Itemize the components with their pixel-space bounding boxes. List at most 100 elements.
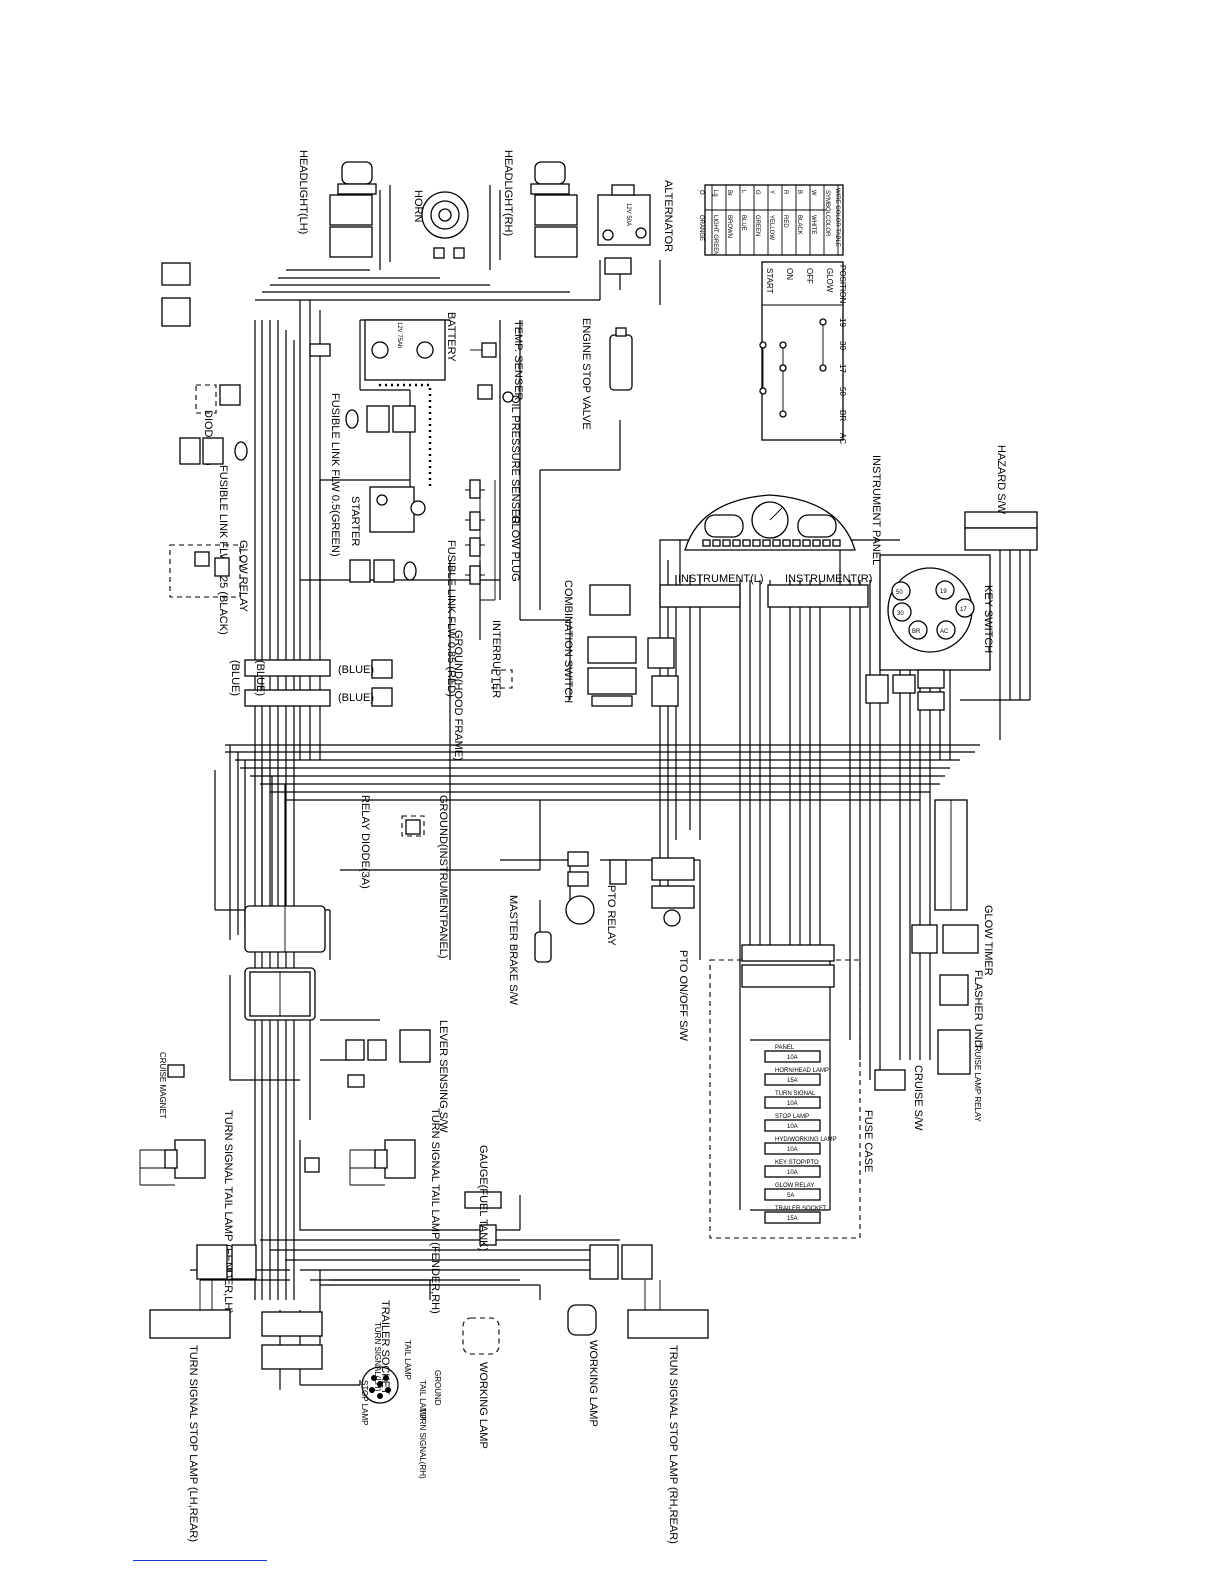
ground-instrument-label: GROUND(INSTRUMENTPANEL) <box>437 795 449 959</box>
rear-lamp-lh: TURN SIGNAL STOP LAMP (LH,REAR) <box>149 1244 257 1542</box>
kst-position: START <box>765 268 774 294</box>
fuse-name: STOP LAMP <box>775 1114 809 1120</box>
indicator-led <box>712 539 721 547</box>
cruise-magnet-label: CRUISE MAGNET <box>158 1052 167 1119</box>
indicator-led <box>732 539 741 547</box>
wct-color: WHITE <box>810 215 816 234</box>
horn: HORN <box>412 190 469 259</box>
wct-color: BLACK <box>796 215 802 235</box>
wct-symbol: Br <box>726 190 732 196</box>
headlight-rh-label: HEADLIGHT(RH) <box>502 150 514 236</box>
kst-dot <box>759 387 767 395</box>
ks-term-br: BR <box>912 629 921 635</box>
wct-color: RED <box>782 215 788 228</box>
ts-ground: GROUND <box>433 1370 442 1406</box>
blue-connectors: (BLUE) (BLUE) (BLUE) (BLUE) GROUND(HOOD … <box>229 620 513 761</box>
indicator-led <box>742 539 751 547</box>
glow-plug-label: GLOW PLUG <box>509 515 521 582</box>
headlight-lh: HEADLIGHT(LH) <box>297 150 377 258</box>
ks-term-50: 50 <box>896 590 903 596</box>
temp-sensor: TEMP. SENSER <box>470 320 524 401</box>
fuse-name: HORN/HEAD LAMP <box>775 1068 829 1074</box>
instrument-l-label: INSTRUMENT(L) <box>678 573 764 585</box>
fender-lamp-lh: TURN SIGNAL TAIL LAMP (FENDER,LH) <box>139 1110 234 1314</box>
right-connector-stack: GLOW TIMER FLASHER UNIT CRUISE LAMP RELA… <box>874 799 994 1131</box>
glow-relay-label: GLOW RELAY <box>237 540 249 613</box>
kst-column: 50 <box>838 387 847 396</box>
battery: BATTERY 12V 75Ah <box>364 312 457 381</box>
engine-stop-valve: ENGINE STOP VALVE <box>580 318 633 430</box>
wct-symbol: O <box>698 190 704 195</box>
fender-lamp-rh: TURN SIGNAL TAIL LAMP (FENDER,RH) <box>304 1108 441 1314</box>
trailer-socket-label: TRAILER SOCKET <box>379 1300 391 1395</box>
battery-label: BATTERY <box>445 312 457 362</box>
working-lamp-dashed: WORKING LAMP <box>462 1317 500 1449</box>
indicator-led <box>772 539 781 547</box>
fuse-name: GLOW RELAY <box>775 1183 814 1189</box>
glow-plugs: GLOW PLUG <box>465 479 521 601</box>
working-lamp-label: WORKING LAMP <box>587 1340 599 1427</box>
indicator-led <box>792 539 801 547</box>
fuse <box>764 1211 821 1224</box>
combination-switch: COMBINATION SWITCH <box>562 580 679 707</box>
instrument-r-label: INSTRUMENT(R) <box>785 573 872 585</box>
flasher-unit-label: FLASHER UNIT <box>972 970 984 1050</box>
indicator-led <box>722 539 731 547</box>
kst-dot <box>779 410 787 418</box>
ts-tail-lamp-1: TAIL LAMP <box>403 1340 412 1380</box>
wct-color: BLUE <box>740 215 746 231</box>
key-switch-label: KEY SWITCH <box>982 585 994 653</box>
fusible-link-green: FUSIBLE LINK FLW 0.5(GREEN) <box>329 393 416 557</box>
ts-turn-lh: TURN SIGNAL(LH) <box>373 1322 382 1392</box>
kst-position: ON <box>785 268 794 280</box>
wire-color-rows: WIRE COLOR TABLESYMBOLCOLORWWHITEBBLACKR… <box>698 185 840 256</box>
ground-hood-frame-label: GROUND(HOOD FRAME) <box>452 630 464 761</box>
lever-sensing-label: LEVER SENSING S/W <box>437 1020 449 1133</box>
relay-diode-label: RELAY DIODE(3A) <box>359 795 371 889</box>
fuse <box>764 1119 821 1132</box>
pto-relay-label: PTO RELAY <box>605 885 617 946</box>
fuse-name: HYD/WORKING LAMP <box>775 1137 837 1143</box>
fusible-link-green-label: FUSIBLE LINK FLW 0.5(GREEN) <box>329 393 341 557</box>
wct-symbol: L <box>740 190 746 194</box>
indicator-led <box>832 539 841 547</box>
lever-sensing-switch: LEVER SENSING S/W <box>345 1020 449 1133</box>
temp-sensor-label: TEMP. SENSER <box>512 320 524 401</box>
blue-label-1: (BLUE) <box>338 664 374 676</box>
pto-onoff-label: PTO ON/OFF S/W <box>677 950 689 1041</box>
wire-color-table: WIRE COLOR TABLESYMBOLCOLORWWHITEBBLACKR… <box>698 184 844 256</box>
interrupter-label: INTERRUPTER <box>490 620 502 698</box>
kst-dot <box>779 364 787 372</box>
fuse-name: TRAILER SOCKET <box>775 1206 827 1212</box>
fuse-name: PANEL <box>775 1045 795 1051</box>
fuse-name: TURN SIGNAL <box>775 1091 816 1097</box>
rear-lh-label: TURN SIGNAL STOP LAMP (LH,REAR) <box>187 1345 199 1542</box>
alternator: 12V 50A ALTERNATOR <box>597 180 674 275</box>
indicator-led <box>752 539 761 547</box>
left-upper-connectors: DIODE(3A) <box>161 262 331 466</box>
kst-position: OFF <box>805 268 814 284</box>
kst-position: GLOW <box>825 268 834 293</box>
ks-term-19: 19 <box>940 589 947 595</box>
indicator-led <box>812 539 821 547</box>
indicator-led <box>762 539 771 547</box>
battery-spec: 12V 75Ah <box>396 322 402 348</box>
fender-lh-label: TURN SIGNAL TAIL LAMP (FENDER,LH) <box>222 1110 234 1314</box>
blue-label-2: (BLUE) <box>338 692 374 704</box>
kst-column: 30 <box>838 341 847 350</box>
engine-stop-valve-label: ENGINE STOP VALVE <box>580 318 592 430</box>
indicator-led <box>802 539 811 547</box>
kst-column: 19 <box>838 318 847 327</box>
key-switch: 50 19 17 30 BR AC KEY SWITCH <box>865 554 994 711</box>
indicator-led <box>822 539 831 547</box>
instrument-panel-label: INSTRUMENT PANEL <box>870 455 882 565</box>
fender-rh-label: TURN SIGNAL TAIL LAMP (FENDER,RH) <box>429 1108 441 1314</box>
headlight-rh: HEADLIGHT(RH) <box>502 150 578 258</box>
kst-column: BR <box>838 410 847 421</box>
fuse <box>764 1096 821 1109</box>
kst-header: POSITION <box>838 265 847 303</box>
rear-lamp-rh: TRUN SIGNAL STOP LAMP (RH,REAR) <box>589 1244 709 1544</box>
